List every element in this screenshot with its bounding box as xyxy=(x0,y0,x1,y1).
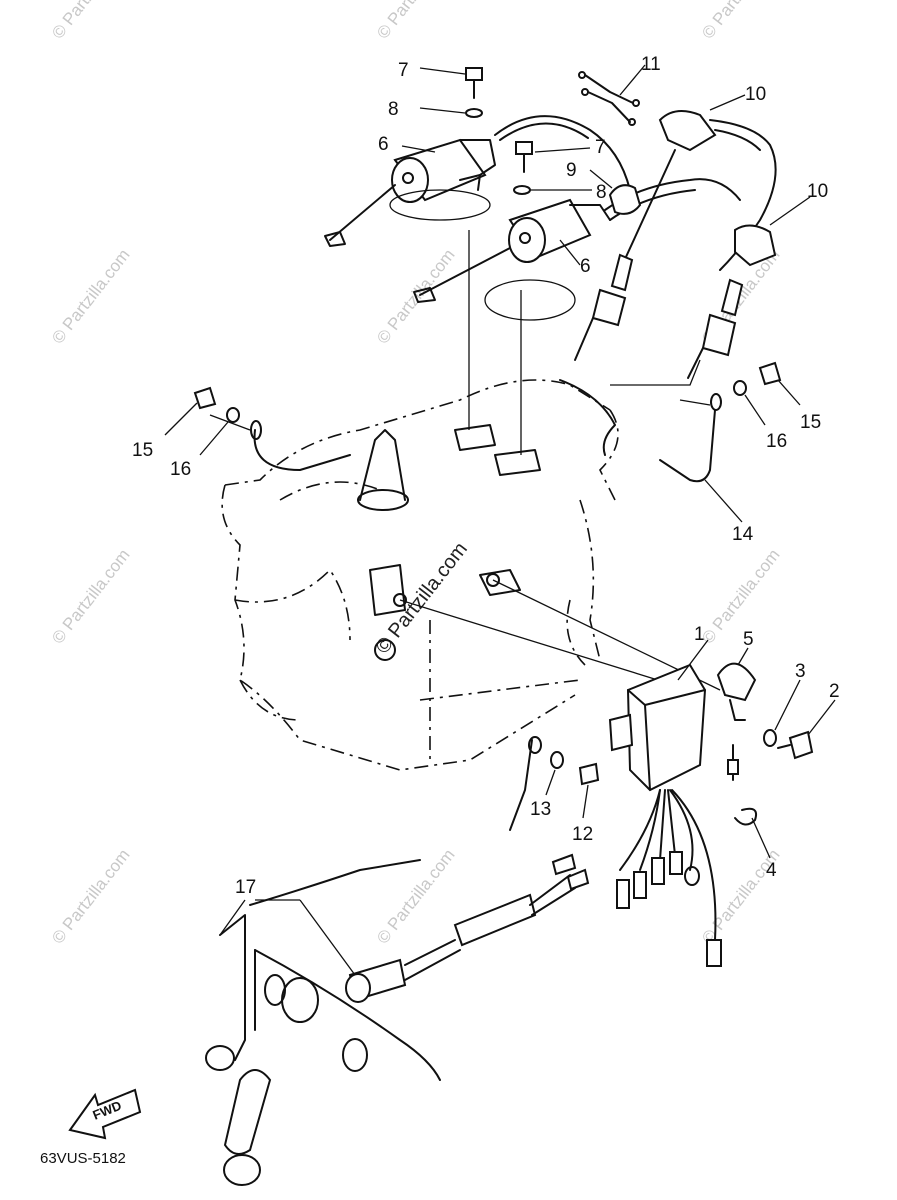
callout-9: 9 xyxy=(566,160,577,181)
bolt-upper xyxy=(465,67,483,118)
callout-16-right: 16 xyxy=(766,431,787,452)
callout-15-right: 15 xyxy=(800,412,821,433)
bolt-lower xyxy=(513,141,533,195)
cdi-unit xyxy=(608,663,722,967)
callout-14: 14 xyxy=(732,524,754,545)
ignition-coil-lower xyxy=(413,198,611,321)
callout-6-lower: 6 xyxy=(580,256,591,277)
mounting-bracket xyxy=(716,662,814,826)
spark-plug-right xyxy=(687,278,744,379)
watermark: © Partzilla.com xyxy=(698,545,784,647)
callout-8-lower: 8 xyxy=(596,182,607,203)
callout-5: 5 xyxy=(743,629,754,650)
callout-10-upper: 10 xyxy=(745,84,766,105)
callout-12: 12 xyxy=(572,824,593,845)
callout-8-upper: 8 xyxy=(388,99,399,120)
ignition-coil-upper xyxy=(324,138,496,247)
engine-block xyxy=(221,379,619,771)
callouts: 1 2 3 4 5 6 6 7 7 8 8 9 10 10 11 12 13 1… xyxy=(132,54,840,898)
callout-17: 17 xyxy=(235,877,256,898)
high-tension-leads xyxy=(494,110,777,271)
callout-3: 3 xyxy=(795,661,806,682)
callout-7-upper: 7 xyxy=(398,60,409,81)
ground-screw xyxy=(509,736,600,831)
callout-15-left: 15 xyxy=(132,440,153,461)
wire-harness xyxy=(205,853,590,1186)
diagram-code: 63VUS-5182 xyxy=(40,1150,126,1167)
callout-10-lower: 10 xyxy=(807,181,828,202)
ground-lead-left xyxy=(193,386,351,471)
callout-16-left: 16 xyxy=(170,459,191,480)
watermark: © Partzilla.com xyxy=(48,245,134,347)
callout-1: 1 xyxy=(694,624,705,645)
fwd-arrow-icon: FWD xyxy=(68,1088,142,1140)
spark-plug-left xyxy=(574,253,634,361)
callout-13: 13 xyxy=(530,799,551,820)
clamp-clip xyxy=(578,71,640,126)
callout-4: 4 xyxy=(766,860,777,881)
watermark: © Partzilla.com xyxy=(48,845,134,947)
callout-11: 11 xyxy=(641,54,661,75)
watermark: © Partzilla.com xyxy=(373,0,459,42)
ground-lead-right xyxy=(659,361,782,483)
watermark: © Partzilla.com xyxy=(698,0,784,42)
watermark: © Partzilla.com xyxy=(48,545,134,647)
watermark: © Partzilla.com xyxy=(48,0,134,42)
callout-7-lower: 7 xyxy=(595,137,606,158)
callout-leaders xyxy=(164,64,836,976)
callout-6-upper: 6 xyxy=(378,134,389,155)
callout-2: 2 xyxy=(829,681,840,702)
leader-lines xyxy=(209,230,721,691)
